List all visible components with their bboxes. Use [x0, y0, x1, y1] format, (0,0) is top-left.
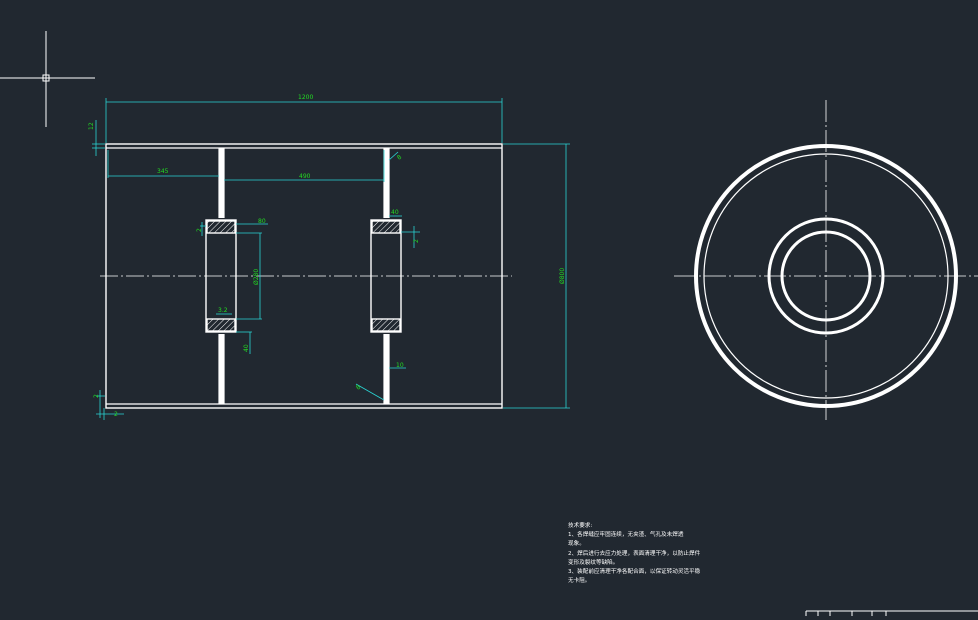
crosshair-cursor-icon — [0, 31, 95, 127]
dim-left-offset: 345 — [157, 168, 169, 175]
dim-outer-dia: Ø800 — [559, 268, 566, 284]
notes-title: 技术要求: — [568, 523, 593, 529]
dim-weld-bottom: 8 — [355, 384, 363, 392]
dim-bore-dia: Ø280 — [253, 269, 260, 285]
notes-line: 2、焊后进行去应力处理，表面清理干净，以防止焊件 — [568, 550, 701, 557]
dim-boss-width-right: 40 — [391, 209, 399, 216]
dim-right-gap: 2 — [413, 239, 420, 243]
dim-bottom-thk-h: 2 — [114, 411, 118, 418]
dim-bottom-thk-v: 2 — [93, 394, 100, 398]
dim-boss-len: 40 — [243, 344, 250, 352]
side-view[interactable] — [674, 100, 978, 420]
notes-line: 3、装配前应清理干净各配合面，以保证转动灵活平稳 — [568, 569, 701, 576]
notes-line: 1、各焊缝应牢固连续，无夹渣、气孔及未焊透 — [568, 532, 684, 539]
title-block — [805, 610, 978, 616]
dim-top-thickness: 12 — [88, 122, 95, 130]
dim-left-gap: 2 — [196, 228, 203, 232]
notes-line: 无卡阻。 — [568, 578, 591, 585]
dim-spacing: 490 — [299, 173, 311, 180]
notes-line: 现象。 — [568, 541, 585, 548]
dim-weld-top: 8 — [396, 154, 404, 162]
dim-overall-width: 1200 — [298, 94, 313, 101]
right-hub — [370, 219, 402, 333]
dim-web-thk: 10 — [396, 362, 404, 369]
technical-notes: 技术要求: 1、各焊缝应牢固连续，无夹渣、气孔及未焊透 现象。 2、焊后进行去应… — [568, 522, 718, 586]
front-view[interactable]: 1200 12 345 490 8 80 40 2 2 Ø280 3.2 40 … — [88, 94, 570, 420]
dim-boss-width-left: 80 — [258, 218, 266, 225]
dim-small-3: 3.2 — [218, 307, 228, 314]
notes-line: 变形及裂纹等缺陷。 — [568, 559, 619, 566]
